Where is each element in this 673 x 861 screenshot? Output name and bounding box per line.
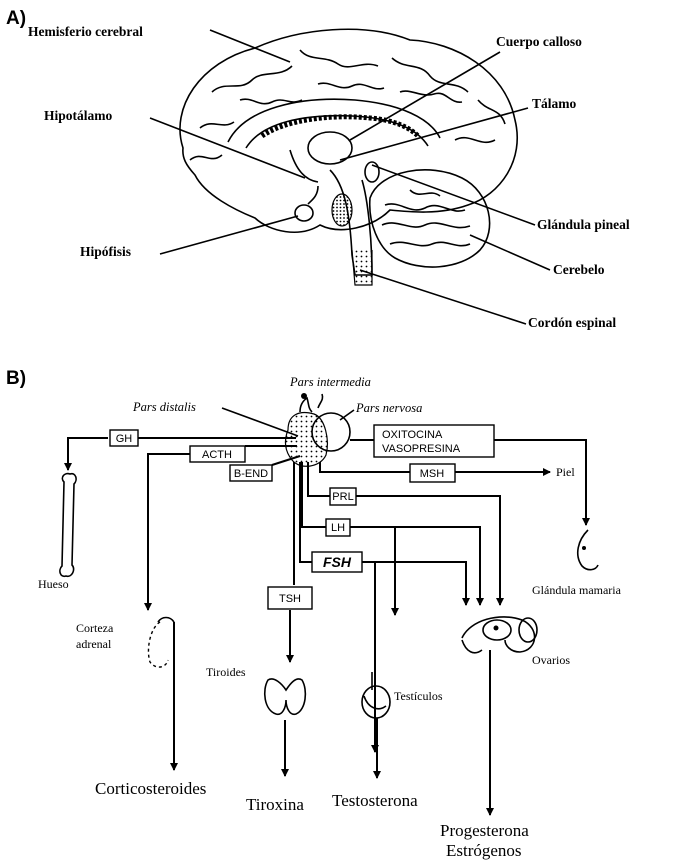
section-a-label: A) (6, 8, 26, 29)
msh-box: MSH (410, 464, 455, 482)
oxitocina-box: OXITOCINA VASOPRESINA (374, 425, 494, 457)
product-progesterona: Progesterona (440, 821, 529, 840)
target-ovarios: Ovarios (532, 653, 570, 667)
section-b-label: B) (6, 368, 26, 389)
label-pars-intermedia: Pars intermedia (289, 375, 371, 389)
target-glandula-mamaria: Glándula mamaria (532, 583, 622, 597)
product-testosterona: Testosterona (332, 791, 418, 810)
hormone-vasopresina: VASOPRESINA (382, 443, 461, 455)
label-pars-nervosa: Pars nervosa (355, 401, 422, 415)
label-cuerpo-calloso: Cuerpo calloso (496, 34, 582, 49)
product-tiroxina: Tiroxina (246, 795, 304, 814)
target-piel: Piel (556, 465, 575, 479)
hormone-lh: LH (331, 522, 345, 534)
mammary-gland-icon (578, 530, 598, 570)
fsh-box: FSH (312, 552, 362, 572)
label-hipotalamo: Hipotálamo (44, 108, 113, 123)
hormone-bend: B-END (234, 468, 268, 480)
product-corticosteroides: Corticosteroides (95, 779, 206, 798)
target-corteza-line1: Corteza (76, 621, 114, 635)
label-glandula-pineal: Glándula pineal (537, 217, 630, 232)
adrenal-gland-icon (148, 618, 174, 668)
hormone-msh: MSH (420, 468, 445, 480)
hormone-acth: ACTH (202, 449, 232, 461)
hormone-prl: PRL (332, 491, 353, 503)
hormone-oxitocina: OXITOCINA (382, 429, 443, 441)
bend-box: B-END (230, 465, 272, 481)
tsh-box: TSH (268, 587, 312, 609)
thyroid-icon (265, 679, 306, 714)
target-testiculos: Testículos (394, 689, 443, 703)
product-estrogenos: Estrógenos (446, 841, 522, 860)
label-hipofisis: Hipófisis (80, 244, 131, 259)
label-cordon-espinal: Cordón espinal (528, 315, 616, 330)
hormone-gh: GH (116, 433, 133, 445)
bone-icon (60, 474, 76, 577)
label-talamo: Tálamo (532, 96, 577, 111)
label-cerebelo: Cerebelo (553, 262, 605, 277)
label-hemisferio: Hemisferio cerebral (28, 24, 143, 39)
ovary-icon (462, 617, 537, 653)
target-corteza-line2: adrenal (76, 637, 112, 651)
label-pars-distalis: Pars distalis (132, 400, 196, 414)
lh-box: LH (326, 519, 350, 536)
acth-box: ACTH (190, 446, 245, 462)
target-hueso: Hueso (38, 577, 69, 591)
prl-box: PRL (330, 488, 356, 505)
hormone-fsh: FSH (323, 554, 352, 570)
pituitary-gland (285, 393, 350, 466)
gh-box: GH (110, 430, 138, 446)
hormone-tsh: TSH (279, 593, 301, 605)
hormone-pathways (68, 438, 586, 815)
target-tiroides: Tiroides (206, 665, 246, 679)
